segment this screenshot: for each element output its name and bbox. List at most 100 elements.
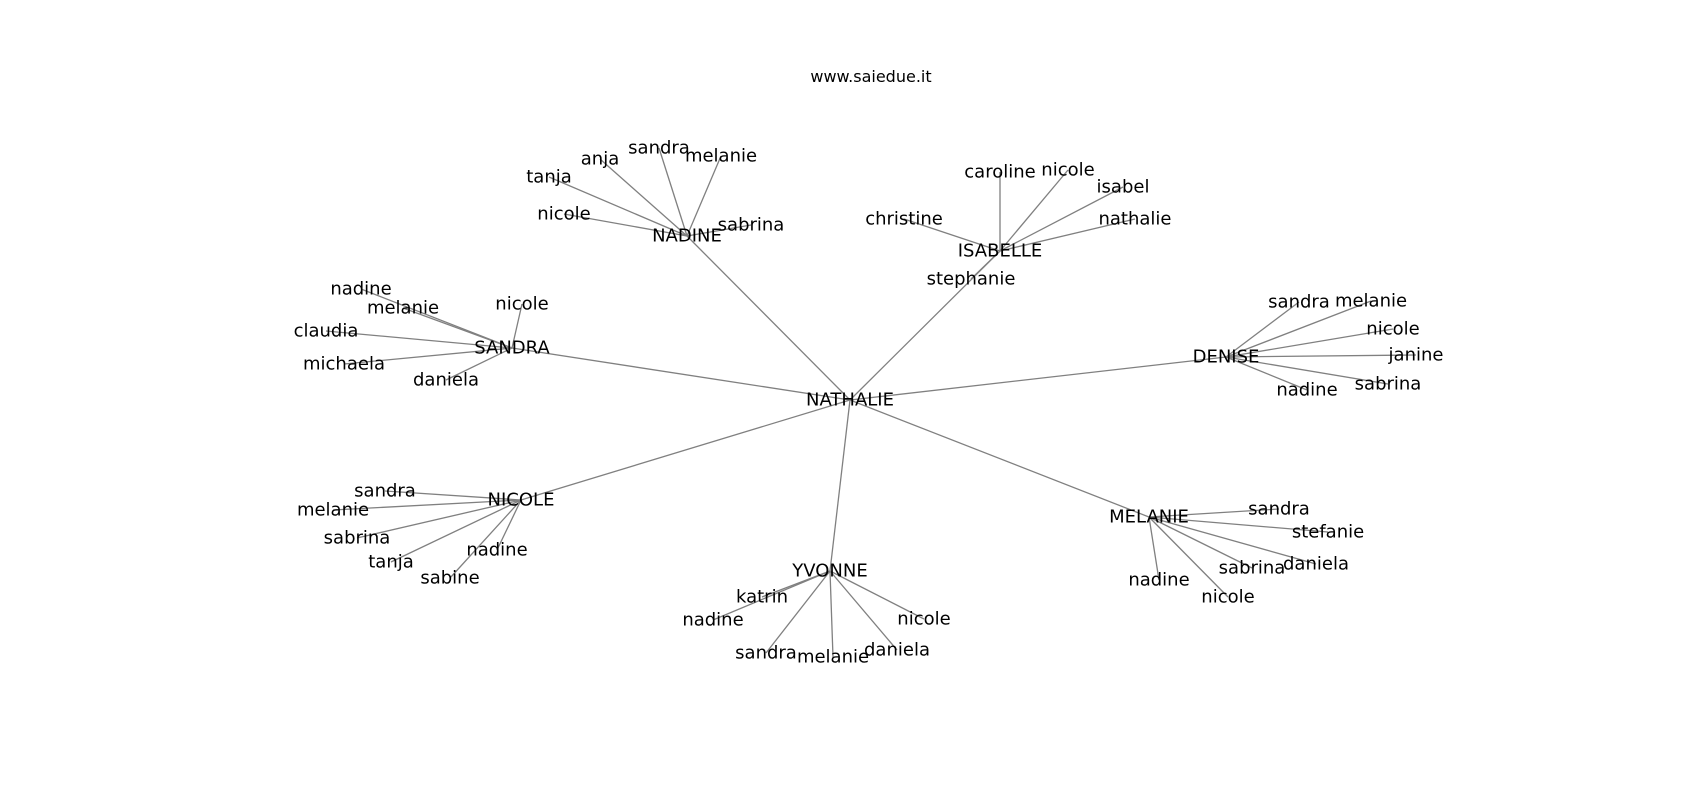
edge-denise-janine — [1225, 354, 1417, 358]
hub-node-nicole: NICOLE — [488, 490, 555, 511]
leaf-node-isabelle-stephanie: stephanie — [927, 269, 1016, 290]
hub-node-sandra: SANDRA — [474, 338, 550, 359]
leaf-node-denise-janine: janine — [1388, 345, 1444, 366]
leaf-node-nadine-melanie: melanie — [685, 146, 757, 167]
edge-root-melanie — [849, 399, 1150, 518]
edge-root-denise — [849, 356, 1227, 401]
edge-denise-melanie — [1225, 300, 1372, 358]
edge-melanie-nadine — [1148, 516, 1160, 581]
hub-node-isabelle: ISABELLE — [958, 241, 1043, 262]
edge-denise-sabrina — [1225, 356, 1389, 385]
edge-nadine-tanja — [548, 176, 688, 237]
edge-melanie-daniela — [1148, 516, 1317, 565]
leaf-node-yvonne-sandra: sandra — [735, 643, 797, 664]
edge-root-yvonne — [829, 399, 851, 572]
edge-isabelle-nathalie — [999, 218, 1136, 252]
edge-yvonne-melanie — [829, 570, 834, 658]
edge-nicole-tanja — [390, 499, 522, 563]
edge-yvonne-nicole — [829, 570, 925, 620]
hub-node-nadine: NADINE — [652, 226, 722, 247]
leaf-node-melanie-daniela: daniela — [1283, 554, 1349, 575]
leaf-node-sandra-nicole: nicole — [495, 294, 548, 315]
edge-nicole-melanie — [332, 499, 522, 511]
leaf-node-sandra-claudia: claudia — [294, 321, 359, 342]
leaf-node-nadine-sabrina: sabrina — [718, 215, 785, 236]
leaf-node-isabelle-christine: christine — [865, 209, 943, 230]
leaf-node-nadine-sandra: sandra — [628, 138, 690, 159]
edge-denise-nicole — [1225, 328, 1394, 358]
leaf-node-denise-nicole: nicole — [1366, 319, 1419, 340]
leaf-node-melanie-stefanie: stefanie — [1292, 522, 1364, 543]
edge-melanie-nicole — [1148, 516, 1229, 598]
leaf-node-isabelle-nicole: nicole — [1041, 160, 1094, 181]
leaf-node-nicole-sandra: sandra — [354, 481, 416, 502]
leaf-node-denise-sabrina: sabrina — [1355, 374, 1422, 395]
leaf-node-sandra-nadine: nadine — [330, 279, 391, 300]
edge-isabelle-nicole — [999, 169, 1069, 252]
leaf-node-nadine-anja: anja — [581, 149, 619, 170]
edge-isabelle-christine — [903, 218, 1001, 252]
label-layer: NATHALIENADINEnicoletanjaanjasandramelan… — [294, 138, 1444, 668]
leaf-node-yvonne-katrin: katrin — [736, 587, 788, 608]
leaf-node-yvonne-daniela: daniela — [864, 640, 930, 661]
root-node-label: NATHALIE — [806, 390, 894, 411]
leaf-node-denise-melanie: melanie — [1335, 291, 1407, 312]
edge-nicole-sabrina — [356, 499, 522, 539]
leaf-node-sandra-michaela: michaela — [303, 354, 385, 375]
edge-sandra-melanie — [402, 307, 513, 349]
leaf-node-nicole-nadine: nadine — [466, 540, 527, 561]
leaf-node-nadine-tanja: tanja — [526, 167, 572, 188]
leaf-node-denise-sandra: sandra — [1268, 292, 1330, 313]
edge-denise-nadine — [1225, 356, 1308, 391]
leaf-node-melanie-sandra: sandra — [1248, 499, 1310, 520]
edge-melanie-sandra — [1148, 508, 1280, 518]
hub-node-denise: DENISE — [1193, 347, 1260, 368]
edge-nicole-nadine — [496, 499, 522, 551]
edge-sandra-daniela — [445, 347, 513, 381]
leaf-node-isabelle-caroline: caroline — [964, 162, 1035, 183]
leaf-node-yvonne-nicole: nicole — [897, 609, 950, 630]
leaf-node-isabelle-nathalie: nathalie — [1098, 209, 1171, 230]
edge-isabelle-isabel — [999, 186, 1124, 252]
edge-isabelle-stephanie — [970, 250, 1001, 280]
edge-sandra-nicole — [511, 303, 523, 349]
edge-yvonne-katrin — [761, 570, 831, 598]
leaf-node-yvonne-nadine: nadine — [682, 610, 743, 631]
edge-sandra-michaela — [343, 347, 513, 365]
leaf-node-sandra-daniela: daniela — [413, 370, 479, 391]
edge-melanie-stefanie — [1148, 516, 1329, 533]
leaf-node-melanie-sabrina: sabrina — [1219, 558, 1286, 579]
edge-root-nadine — [686, 235, 851, 401]
edge-root-sandra — [511, 347, 851, 401]
edge-nadine-anja — [599, 158, 688, 237]
edge-layer — [325, 147, 1417, 658]
edge-yvonne-sandra — [765, 570, 831, 654]
edge-nadine-melanie — [686, 155, 722, 237]
edge-yvonne-daniela — [829, 570, 898, 651]
edge-melanie-sabrina — [1148, 516, 1253, 569]
edge-nadine-sandra — [658, 147, 688, 237]
leaf-node-nicole-sabrina: sabrina — [324, 528, 391, 549]
edge-yvonne-nadine — [712, 570, 831, 621]
leaf-node-nadine-nicole: nicole — [537, 204, 590, 225]
edge-denise-sandra — [1225, 301, 1300, 358]
edge-nicole-sandra — [384, 490, 522, 501]
leaf-node-nicole-tanja: tanja — [368, 552, 414, 573]
leaf-node-denise-nadine: nadine — [1276, 380, 1337, 401]
leaf-node-isabelle-isabel: isabel — [1097, 177, 1150, 198]
edge-sandra-claudia — [325, 330, 513, 349]
edge-nicole-sabine — [449, 499, 522, 579]
leaf-node-nicole-melanie: melanie — [297, 500, 369, 521]
hub-node-yvonne: YVONNE — [791, 561, 867, 582]
edge-nadine-nicole — [563, 213, 688, 237]
edge-root-nicole — [520, 399, 851, 501]
leaf-node-yvonne-melanie: melanie — [797, 647, 869, 668]
leaf-node-melanie-nicole: nicole — [1201, 587, 1254, 608]
leaf-node-sandra-melanie: melanie — [367, 298, 439, 319]
edge-nadine-sabrina — [686, 224, 752, 237]
diagram-title: www.saiedue.it — [810, 67, 931, 86]
leaf-node-nicole-sabine: sabine — [420, 568, 479, 589]
hub-node-melanie: MELANIE — [1109, 507, 1189, 528]
leaf-node-melanie-nadine: nadine — [1128, 570, 1189, 591]
